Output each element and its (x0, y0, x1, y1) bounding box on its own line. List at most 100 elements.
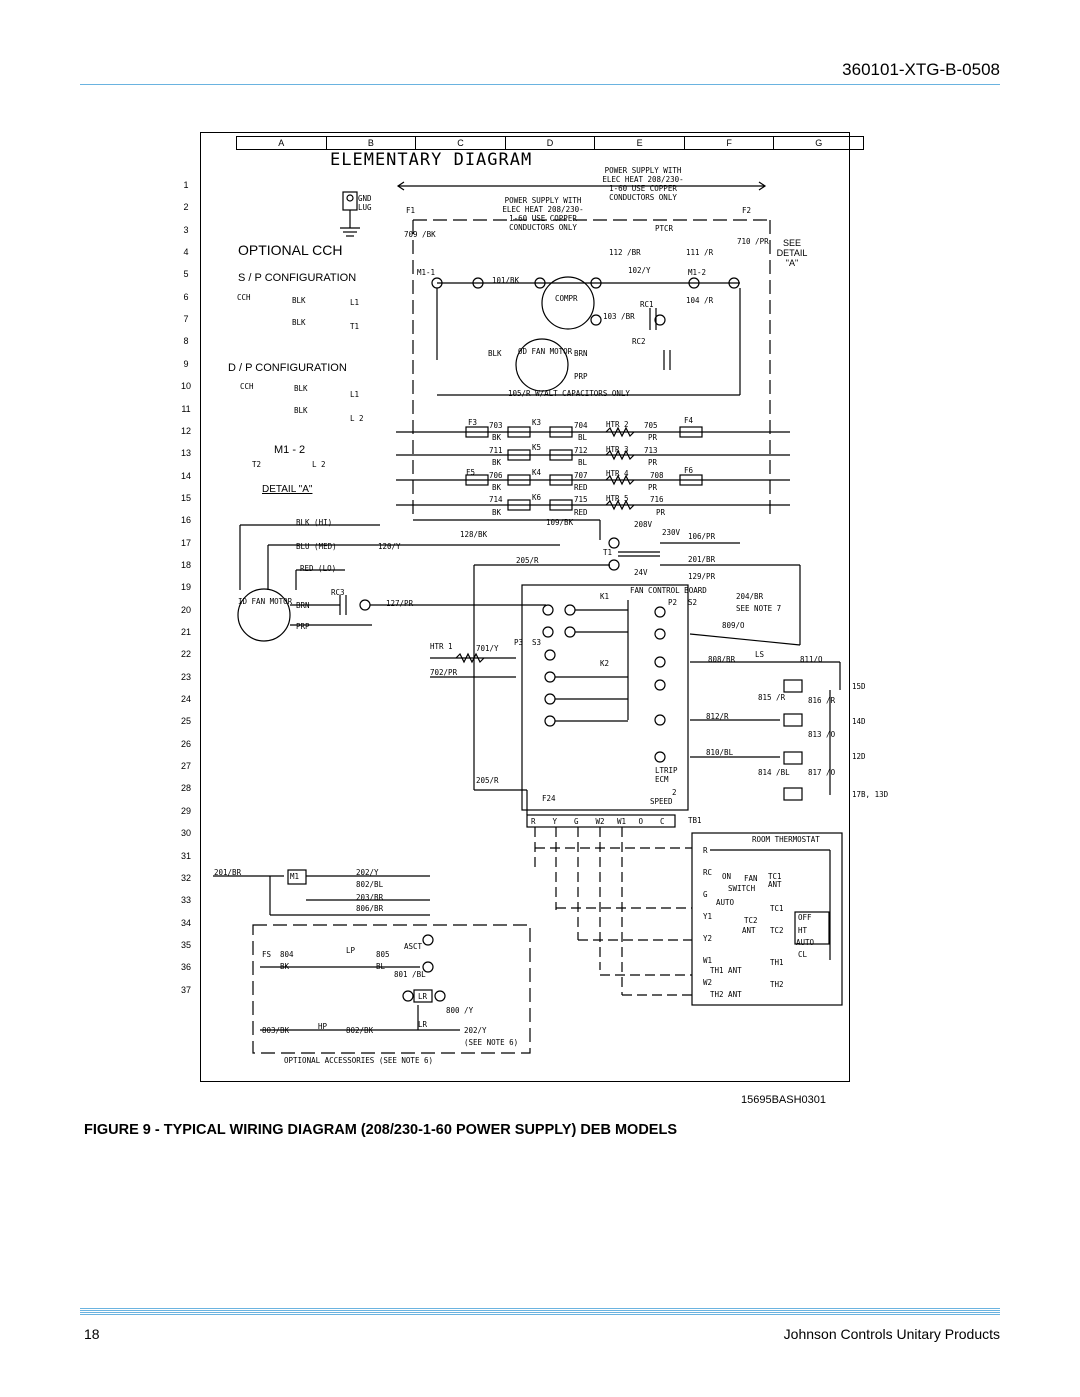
thermostat-terminal: Y2 (703, 934, 713, 943)
page-number: 18 (84, 1326, 100, 1342)
diagram-frame (200, 132, 850, 1082)
power-supply-left-label: POWER SUPPLY WITH ELEC HEAT 208/230-1-60… (502, 196, 584, 232)
row-number: 3 (183, 224, 189, 235)
wire-label-bk: BK (492, 458, 502, 467)
wire-label-w817: 817 /O (808, 768, 836, 777)
wire-label-w101: 101/BK (492, 276, 520, 285)
wire-label-off: OFF (798, 913, 812, 922)
wire-label-optional-accessories: OPTIONAL ACCESSORIES (SEE NOTE 6) (284, 1056, 434, 1065)
wire-label-ecm: ECM (655, 775, 669, 784)
wire-label-hp: HP (318, 1022, 328, 1031)
wire-label-th2-ant: TH2 ANT (710, 990, 742, 999)
wire-label-v230: 230V (662, 528, 681, 537)
row-number: 7 (183, 314, 189, 325)
wire-label-w201b: 201/BR (214, 868, 242, 877)
wire-label-w801: 801 /BL (394, 970, 426, 979)
wire-label-s3: S3 (532, 638, 542, 647)
wire-label-bl: BL (578, 433, 588, 442)
wire-label-blk: BLK (488, 349, 502, 358)
row-number: 9 (183, 358, 189, 369)
row-number: 25 (180, 716, 191, 727)
wire-label-w201: 201/BR (688, 555, 716, 564)
column-label: G (815, 138, 823, 148)
wire-label-fan-control: FAN CONTROL BOARD (630, 586, 707, 595)
wire-label-kw17: 17B, 13D (852, 790, 889, 799)
wire-label-w129: 129/PR (688, 572, 716, 581)
wire-label-tr1: T1 (603, 548, 613, 557)
figure-caption: FIGURE 9 - TYPICAL WIRING DIAGRAM (208/2… (84, 1122, 677, 1138)
row-number: 23 (180, 671, 191, 682)
wire-label-l2: L 2 (312, 460, 326, 469)
wire-label-w105: 105/R W/ALT CAPACITORS ONLY (508, 389, 630, 398)
wire-label-p2: P2 (668, 598, 678, 607)
see-detail-label: SEE DETAIL "A" (776, 238, 808, 268)
wire-label-w813: 813 /O (808, 730, 836, 739)
row-number: 13 (180, 448, 191, 459)
wire-label-w815: 815 /R (758, 693, 786, 702)
wire-label-w205: 205/R (516, 556, 539, 565)
wire-label-k4: K4 (532, 468, 542, 477)
wire-label-lp: LP (346, 946, 356, 955)
wire-label-w112: 112 /BR (609, 248, 641, 257)
wire-label-htr5: HTR 5 (606, 494, 629, 503)
wire-label-tc2: TC2 (770, 926, 784, 935)
row-number: 15 (180, 492, 191, 503)
row-number: 20 (180, 604, 191, 615)
wire-label-m1-1: M1-1 (417, 268, 436, 277)
wire-label-compr: COMPR (555, 294, 578, 303)
row-number: 11 (181, 403, 191, 414)
row-number: 16 (180, 515, 191, 526)
wire-label-w806: 806/BR (356, 904, 384, 913)
wire-label-bl: BL (578, 458, 588, 467)
wire-label-w800: 800 /Y (446, 1006, 474, 1015)
column-label: F (685, 137, 775, 149)
column-label: E (595, 137, 685, 149)
wire-label-blk: BLK (292, 296, 306, 305)
wire-label-w804: 804 (280, 950, 294, 959)
dp-config-label: D / P CONFIGURATION (228, 362, 347, 374)
row-number: 27 (180, 761, 191, 772)
row-number: 28 (180, 783, 191, 794)
wire-label-w203: 203/BR (356, 893, 384, 902)
wire-label-w109: 109/BK (546, 518, 574, 527)
wire-label-f5: F5 (466, 468, 476, 477)
wire-label-id-fan: ID FAN MOTOR (238, 597, 293, 606)
wire-label-th1: TH1 (770, 958, 784, 967)
wire-label-ls: LS (755, 650, 765, 659)
wire-label-w708: 708 (650, 471, 664, 480)
tb1-terminal: C (660, 817, 665, 826)
wire-label-pr: PR (656, 508, 666, 517)
wire-label-w707: 707 (574, 471, 588, 480)
wire-label-bl: BL (376, 962, 386, 971)
wire-label-tc1: TC1 (768, 872, 782, 881)
wire-label-w205b: 205/R (476, 776, 499, 785)
wire-label-w811: 811/O (800, 655, 823, 664)
wire-label-w704: 704 (574, 421, 588, 430)
wire-label-blk: BLK (294, 406, 308, 415)
row-number: 26 (180, 738, 191, 749)
tb1-terminal: R (531, 817, 536, 826)
wire-label-w709: 709 /BK (404, 230, 436, 239)
footer-rule (80, 1308, 1000, 1316)
wire-label-w714: 714 (489, 495, 503, 504)
wire-label-cch: CCH (237, 293, 251, 302)
wire-label-w812: 812/R (706, 712, 729, 721)
wire-label-w803: 803/BK (262, 1026, 290, 1035)
wire-label-cl: CL (798, 950, 808, 959)
wire-label-t2: T2 (252, 460, 262, 469)
row-number: 32 (180, 872, 191, 883)
wire-label-w702: 702/PR (430, 668, 458, 677)
wire-label-f6: F6 (684, 466, 694, 475)
column-label: D (506, 137, 596, 149)
wire-label-ptcr: PTCR (655, 224, 674, 233)
wire-label-w805: 805 (376, 950, 390, 959)
thermostat-terminal: G (703, 890, 708, 899)
tb1-terminal: O (638, 817, 644, 826)
sp-config-label: S / P CONFIGURATION (238, 272, 357, 284)
wire-label-prp: PRP (574, 372, 588, 381)
wire-label-blk-hi: BLK (HI) (296, 518, 333, 527)
row-number: 17 (180, 537, 191, 548)
wire-label-f3: F3 (468, 418, 478, 427)
wire-label-tb1: TB1 (688, 816, 702, 825)
